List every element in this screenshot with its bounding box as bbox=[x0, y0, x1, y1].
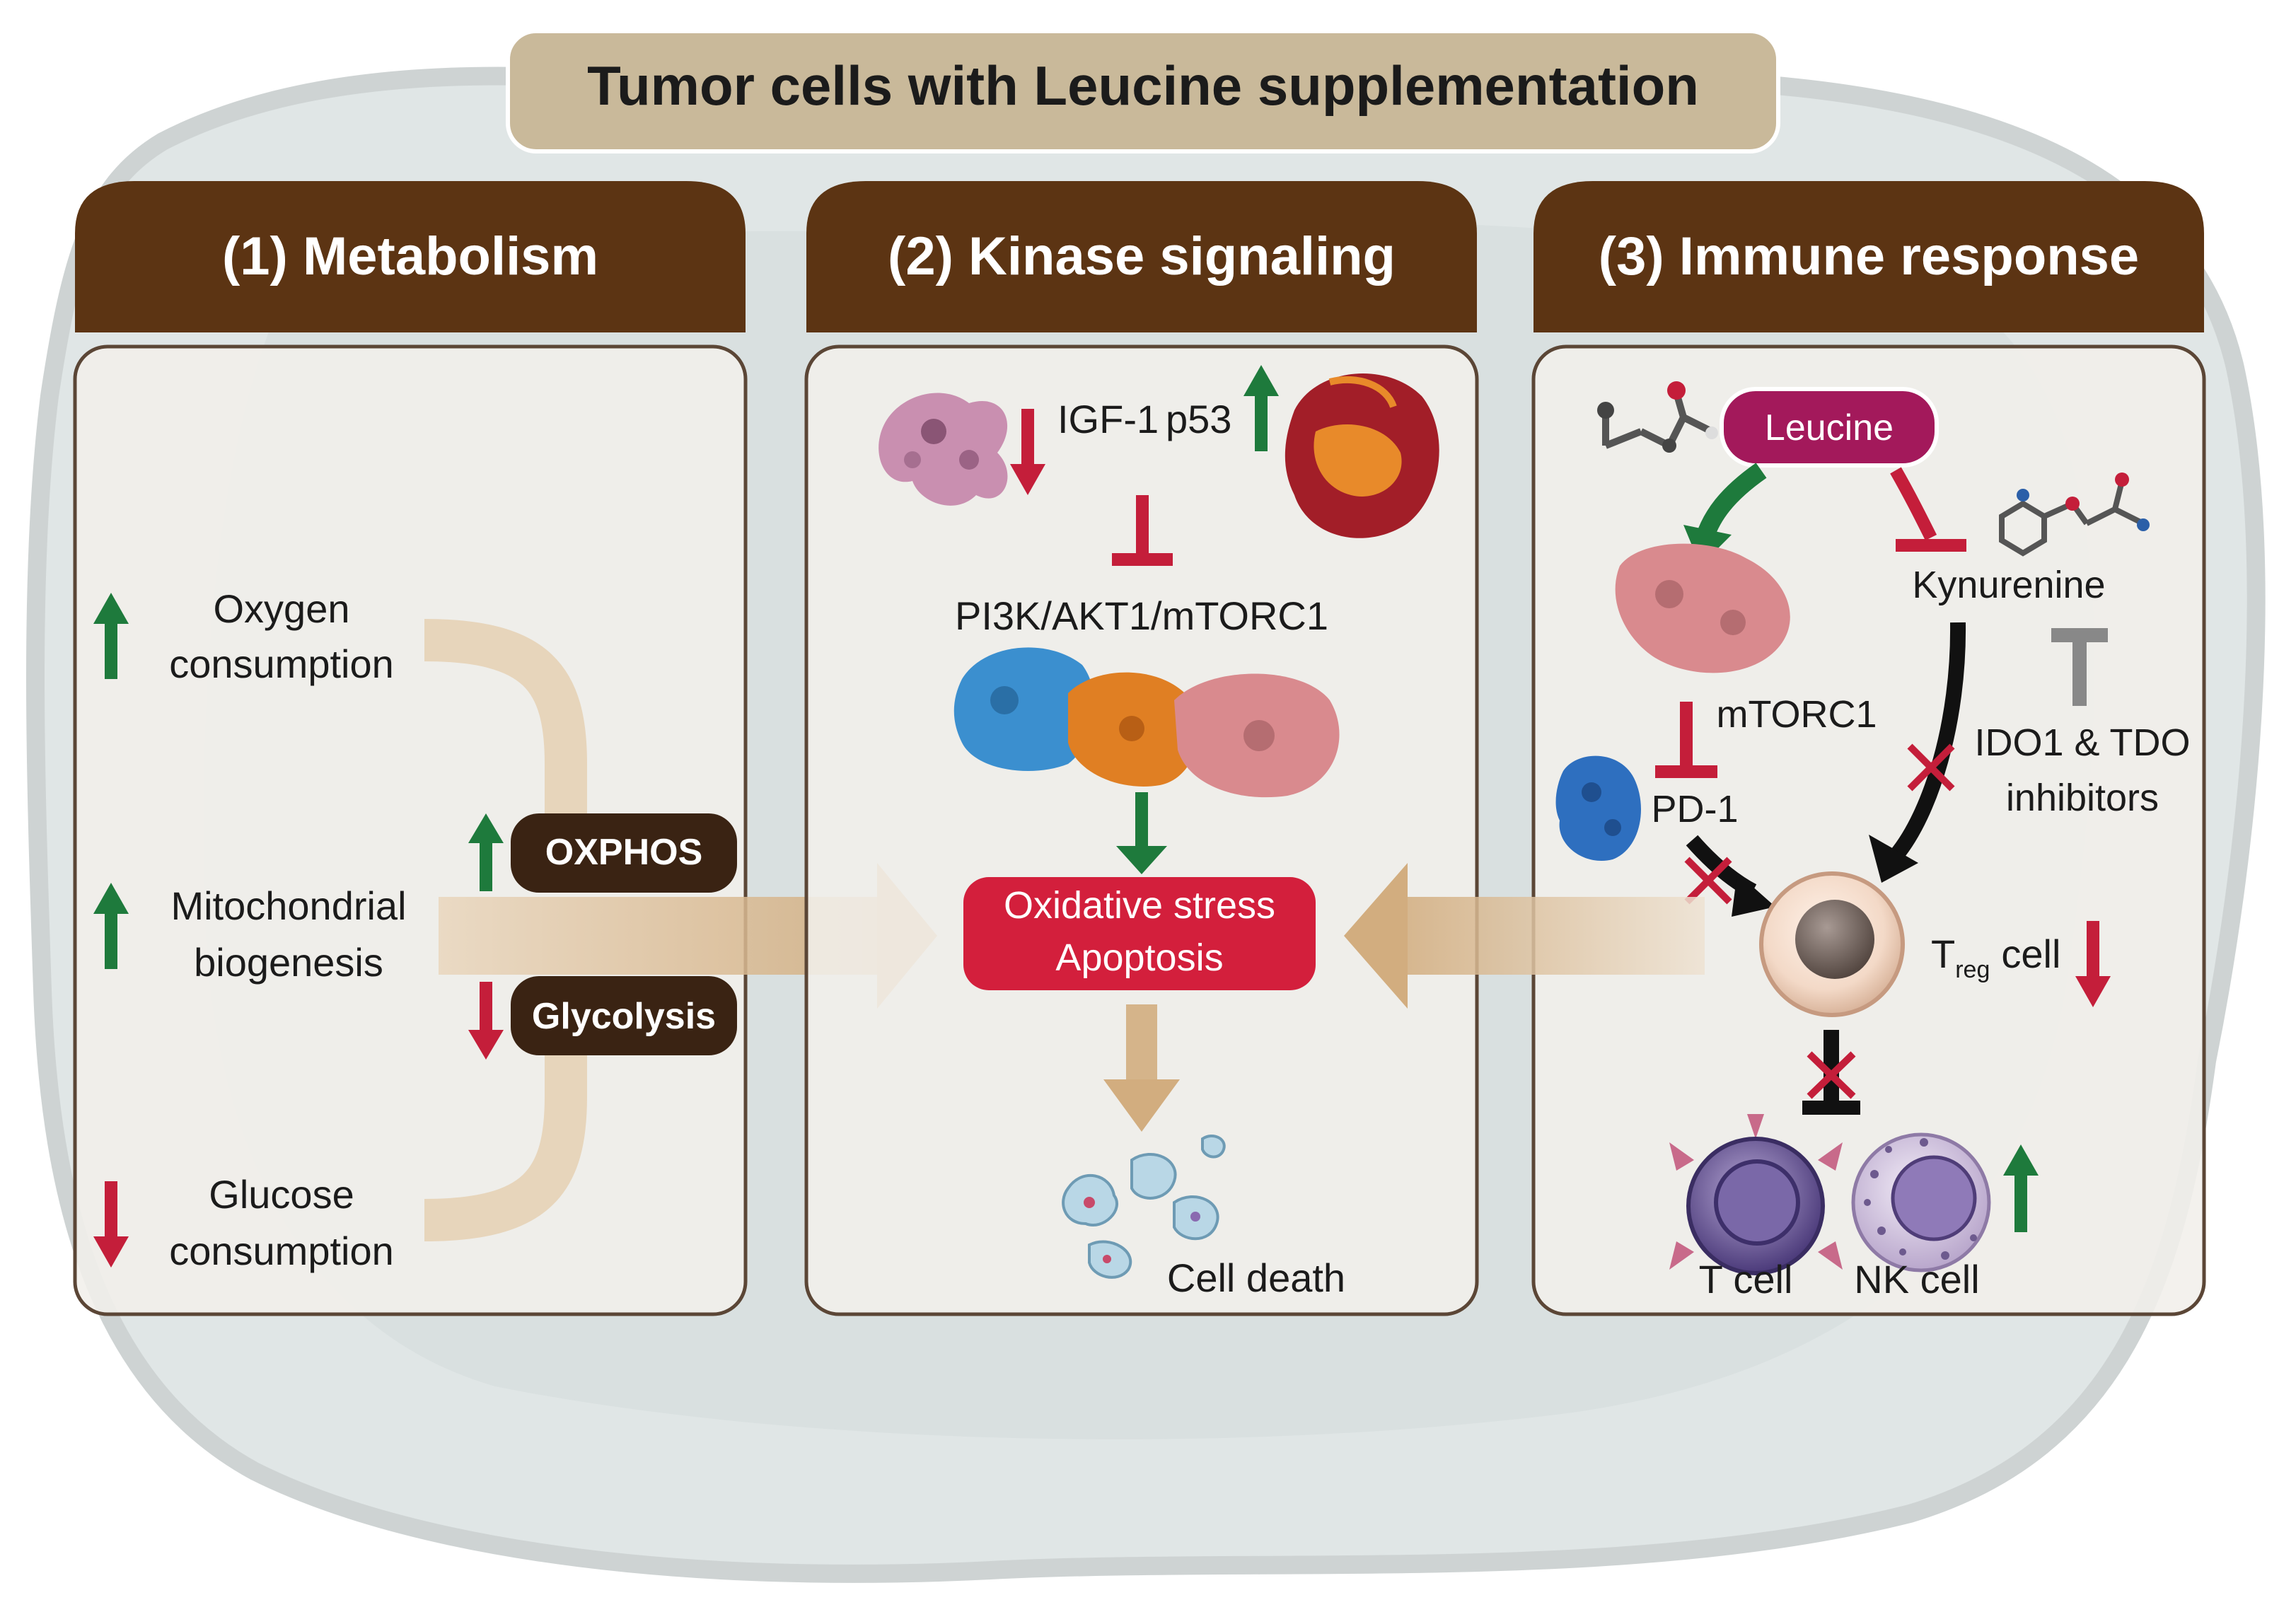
arrow-kynurenine-to-treg-head bbox=[1869, 835, 1918, 883]
treg-main: T bbox=[1931, 932, 1955, 976]
arrow-pd1-to-treg-head bbox=[1732, 873, 1775, 917]
arrow-up-p53 bbox=[1243, 365, 1279, 451]
igf1-protein-icon bbox=[879, 393, 1008, 506]
block-x-kynurenine bbox=[1907, 743, 1955, 791]
p53-protein-icon bbox=[1285, 373, 1439, 538]
arrow-down-to-stress bbox=[1116, 792, 1167, 874]
title-box bbox=[506, 29, 1780, 153]
immune-flow-arrowhead bbox=[1344, 863, 1408, 1009]
leucine-box bbox=[1720, 387, 1939, 468]
arrow-leucine-to-mtorc1-head bbox=[1683, 525, 1732, 566]
arrow-up-oxphos bbox=[468, 813, 504, 891]
arrow-up-mitochondrial bbox=[93, 883, 129, 969]
flow-to-cell-death bbox=[1126, 1004, 1157, 1082]
t-cell-label: T cell bbox=[1699, 1257, 1793, 1301]
glycolysis-label: Glycolysis bbox=[532, 996, 716, 1037]
glucose-line2: consumption bbox=[169, 1229, 394, 1273]
flow-to-cell-death-head bbox=[1103, 1079, 1180, 1132]
mito-line1: Mitochondrial bbox=[170, 883, 406, 928]
arrow-down-glycolysis bbox=[468, 982, 504, 1060]
header-immune: (3) Immune response bbox=[1599, 226, 2139, 286]
mtorc1-protein-icon bbox=[1615, 543, 1790, 673]
treg-sub: reg bbox=[1955, 956, 1990, 983]
inhibition-mtorc1-pd1 bbox=[1655, 702, 1717, 778]
pd1-protein-icon bbox=[1555, 755, 1641, 861]
metabolism-flow-middle bbox=[439, 897, 877, 975]
inhibitor-t-symbol bbox=[2051, 628, 2108, 706]
glucose-line1: Glucose bbox=[209, 1172, 354, 1217]
pathway-label: PI3K/AKT1/mTORC1 bbox=[955, 593, 1328, 638]
oxygen-line2: consumption bbox=[169, 642, 394, 686]
arrow-up-oxygen bbox=[93, 593, 129, 679]
kynurenine-molecule-icon bbox=[1999, 472, 2150, 557]
arrow-down-igf1 bbox=[1010, 409, 1045, 495]
treg-cell: cell bbox=[2001, 932, 2060, 976]
t-cell-icon bbox=[1669, 1114, 1843, 1275]
oxygen-line1: Oxygen bbox=[214, 586, 350, 631]
inhibition-igf1-pathway bbox=[1112, 495, 1173, 566]
metabolism-flow-bottom bbox=[424, 1004, 587, 1241]
diagram-title: Tumor cells with Leucine supplementation bbox=[587, 54, 1699, 117]
immune-flow-band bbox=[1408, 897, 1705, 975]
nk-cell-label: NK cell bbox=[1854, 1257, 1979, 1301]
panel-immune: (3) Immune response Leucine bbox=[1344, 181, 2206, 1316]
panel-metabolism: (1) Metabolism Oxygen consumption Mitoch… bbox=[73, 181, 937, 1316]
mtorc1-label: mTORC1 bbox=[1716, 693, 1877, 736]
ido-line2: inhibitors bbox=[2006, 777, 2159, 819]
treg-cell-icon bbox=[1759, 871, 1905, 1017]
block-x-treg bbox=[1807, 1051, 1856, 1099]
pi3k-akt-mtor-complex-icon bbox=[953, 647, 1340, 798]
p53-label: p53 bbox=[1166, 397, 1231, 441]
glycolysis-box bbox=[511, 976, 737, 1055]
stress-line2: Apoptosis bbox=[1055, 937, 1223, 979]
inhibition-leucine-kynurenine-bar bbox=[1896, 539, 1966, 552]
igf1-label: IGF-1 bbox=[1057, 397, 1159, 441]
pd1-label: PD-1 bbox=[1651, 788, 1738, 830]
metabolism-flow-top bbox=[424, 619, 587, 849]
arrow-up-effectors bbox=[2003, 1144, 2039, 1232]
mito-line2: biogenesis bbox=[194, 940, 383, 985]
stress-line1: Oxidative stress bbox=[1004, 884, 1275, 927]
nk-cell-icon bbox=[1851, 1132, 1991, 1272]
cell-death-label: Cell death bbox=[1167, 1256, 1345, 1300]
panel-kinase: (2) Kinase signaling IGF-1 p53 bbox=[804, 181, 1479, 1316]
dying-cells-icon bbox=[1062, 1135, 1226, 1279]
kynurenine-label: Kynurenine bbox=[1912, 564, 2105, 606]
arrow-down-treg bbox=[2075, 921, 2111, 1007]
ido-line1: IDO1 & TDO bbox=[1974, 721, 2190, 764]
header-kinase: (2) Kinase signaling bbox=[888, 226, 1396, 286]
oxphos-box bbox=[511, 813, 737, 893]
oxidative-stress-box bbox=[963, 877, 1316, 990]
inhibition-leucine-kynurenine bbox=[1890, 467, 1937, 541]
arrow-down-glucose bbox=[93, 1181, 129, 1268]
oxphos-label: OXPHOS bbox=[545, 832, 703, 873]
leucine-molecule-icon bbox=[1597, 381, 1718, 453]
inhibition-treg-effectors bbox=[1802, 1030, 1860, 1115]
block-x-pd1 bbox=[1684, 857, 1732, 905]
leucine-label: Leucine bbox=[1765, 407, 1894, 448]
header-metabolism: (1) Metabolism bbox=[222, 226, 598, 286]
